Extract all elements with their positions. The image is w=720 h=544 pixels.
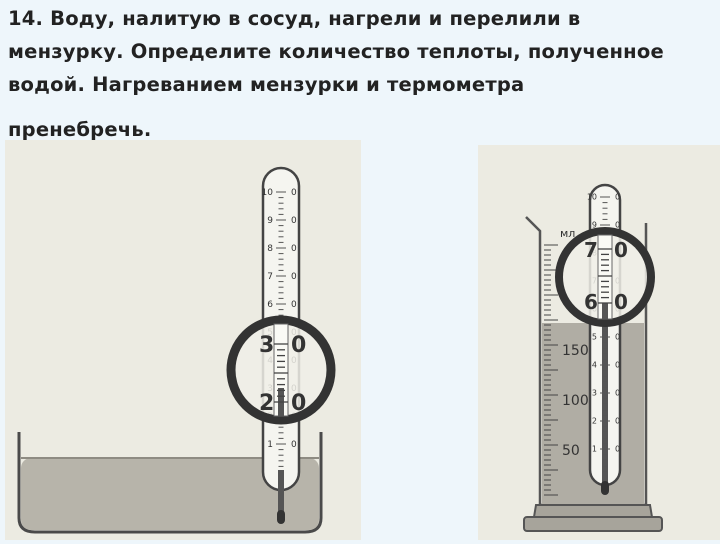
left-thermo-label: 7 [267,272,273,282]
right-thermo-zero: 0 [615,333,620,342]
right-thermo-label: 5 [592,333,597,342]
left-thermo-zero: 0 [291,244,297,254]
left-thermo-zero: 0 [291,300,297,310]
task-line-2: мензурку. Определите количество теплоты,… [8,40,664,63]
right-thermo-label: 1 [592,445,597,454]
right-thermo-zero: 0 [615,361,620,370]
vessel-photo: 100908070605040302010 3 0 2 0 [5,140,361,540]
right-thermo-zero: 0 [615,389,620,398]
left-thermo-label: 8 [267,244,273,254]
right-thermo-zero: 0 [615,417,620,426]
left-thermo-zero: 0 [291,216,297,226]
magnified-scale [274,343,288,403]
left-thermo-zero: 0 [291,188,297,198]
task-text: 14. Воду, налитую в сосуд, нагрели и пер… [8,2,708,146]
left-thermo-zero: 0 [291,272,297,282]
right-thermo-zero: 0 [615,193,620,202]
cylinder-base [523,516,663,532]
right-thermo-zero: 0 [615,445,620,454]
mag-label-4: 0 [291,391,306,416]
magnified-scale-right [598,248,612,304]
task-line-1: 14. Воду, налитую в сосуд, нагрели и пер… [8,7,581,30]
right-thermo-label: 2 [592,417,597,426]
cylinder-scale [544,244,558,496]
right-thermo-label: 9 [592,221,597,230]
vessel-illustration: 100908070605040302010 3 0 2 0 [5,140,361,540]
mag-right-label-2: 0 [614,238,628,262]
beaker-photo: мл 150 100 50 100908070605040302010 7 0 … [478,145,720,540]
left-thermo-zero: 0 [291,440,297,450]
left-thermo-label: 9 [267,216,273,226]
mag-right-label-3: 6 [584,290,598,314]
mag-right-label-4: 0 [614,290,628,314]
left-thermo-label: 10 [262,188,274,198]
cylinder-mark-50: 50 [562,443,580,459]
task-line-3: водой. Нагреванием мензурки и термометра [8,73,525,96]
right-thermo-label: 3 [592,389,597,398]
left-thermo-label: 6 [267,300,273,310]
mag-label-3: 2 [259,391,274,416]
left-thermo-label: 1 [267,440,273,450]
task-line-4: пренебречь. [8,118,152,141]
mag-label-1: 3 [259,333,274,358]
beaker-illustration: мл 150 100 50 100908070605040302010 7 0 … [478,145,720,540]
water-in-vessel [21,458,319,530]
mag-label-2: 0 [291,333,306,358]
cylinder-mark-150: 150 [562,343,589,359]
mag-right-label-1: 7 [584,238,598,262]
right-thermo-zero: 0 [615,221,620,230]
right-thermo-label: 4 [592,361,597,370]
right-thermo-label: 10 [587,193,597,202]
unit-label: мл [560,227,575,240]
cylinder-mark-100: 100 [562,393,589,409]
